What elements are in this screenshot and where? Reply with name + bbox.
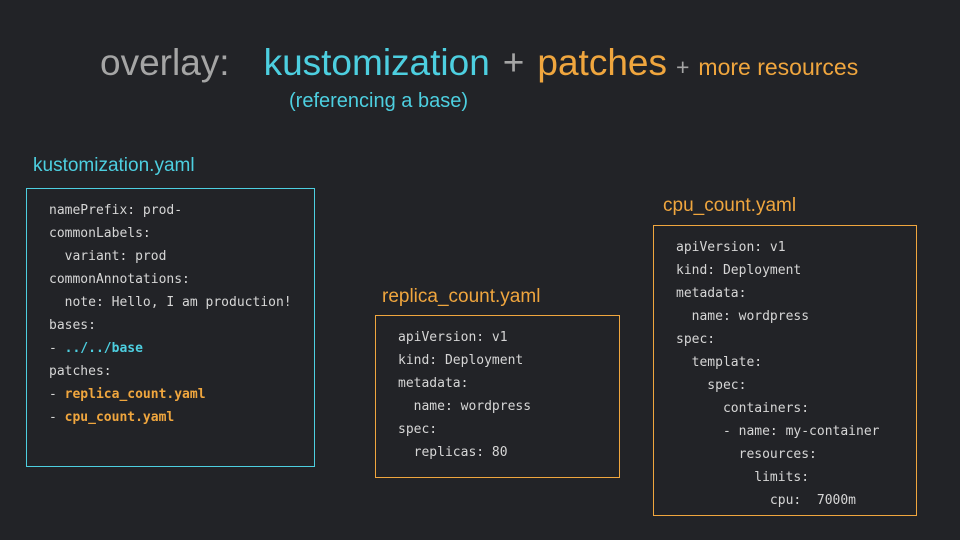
- code-line: spec:: [676, 328, 916, 351]
- code-line: commonAnnotations:: [49, 268, 314, 291]
- code-segment: spec:: [676, 332, 716, 347]
- code-segment: namePrefix: prod-: [49, 203, 183, 218]
- code-line: variant: prod: [49, 245, 314, 268]
- code-segment: metadata:: [398, 376, 469, 391]
- code-line: kind: Deployment: [398, 349, 619, 372]
- file-label-cpu-count-yaml: cpu_count.yaml: [663, 195, 797, 216]
- file-label-kustomization-yaml: kustomization.yaml: [33, 155, 195, 176]
- title-word-overlay: overlay:: [100, 42, 230, 83]
- code-segment: apiVersion: v1: [398, 330, 508, 345]
- code-segment: spec:: [676, 378, 747, 393]
- code-segment: note: Hello, I am production!: [49, 295, 292, 310]
- code-line: spec:: [398, 418, 619, 441]
- code-segment: replicas: 80: [398, 445, 508, 460]
- title-plus-sign-1: +: [502, 42, 525, 83]
- code-line: containers:: [676, 397, 916, 420]
- code-line: apiVersion: v1: [398, 326, 619, 349]
- code-line: patches:: [49, 360, 314, 383]
- title-word-more-resources: more resources: [698, 54, 859, 80]
- code-line: cpu: 7000m: [676, 489, 916, 512]
- code-segment: commonAnnotations:: [49, 272, 190, 287]
- code-segment: name: wordpress: [398, 399, 532, 414]
- code-segment: -: [49, 387, 65, 402]
- code-line: name: wordpress: [398, 395, 619, 418]
- code-line: - cpu_count.yaml: [49, 406, 314, 429]
- slide-title: overlay: kustomization + patches + more …: [100, 42, 858, 84]
- code-line: metadata:: [676, 282, 916, 305]
- code-line: - name: my-container: [676, 420, 916, 443]
- code-line: note: Hello, I am production!: [49, 291, 314, 314]
- code-line: metadata:: [398, 372, 619, 395]
- code-segment: apiVersion: v1: [676, 240, 786, 255]
- code-segment: -: [49, 341, 65, 356]
- code-line: - replica_count.yaml: [49, 383, 314, 406]
- code-segment: kind: Deployment: [676, 263, 802, 278]
- code-line: spec:: [676, 374, 916, 397]
- file-label-replica-count-yaml: replica_count.yaml: [382, 286, 541, 307]
- code-segment: cpu_count.yaml: [64, 410, 175, 425]
- title-word-patches: patches: [537, 42, 667, 83]
- code-line: limits:: [676, 466, 916, 489]
- code-segment: cpu: 7000m: [676, 493, 857, 508]
- code-line: bases:: [49, 314, 314, 337]
- code-segment: variant: prod: [49, 249, 167, 264]
- code-segment: name: wordpress: [676, 309, 810, 324]
- title-word-kustomization: kustomization: [263, 42, 490, 83]
- code-line: resources:: [676, 443, 916, 466]
- code-segment: spec:: [398, 422, 438, 437]
- code-line: replicas: 80: [398, 441, 619, 464]
- code-line: - ../../base: [49, 337, 314, 360]
- code-box-kustomization-yaml: namePrefix: prod-commonLabels: variant: …: [26, 188, 315, 467]
- code-segment: bases:: [49, 318, 96, 333]
- code-segment: - name: my-container: [676, 424, 880, 439]
- code-line: name: wordpress: [676, 305, 916, 328]
- code-line: kind: Deployment: [676, 259, 916, 282]
- code-segment: template:: [676, 355, 763, 370]
- code-segment: patches:: [49, 364, 112, 379]
- code-segment: limits:: [676, 470, 810, 485]
- code-line: namePrefix: prod-: [49, 199, 314, 222]
- code-segment: metadata:: [676, 286, 747, 301]
- code-line: template:: [676, 351, 916, 374]
- code-segment: containers:: [676, 401, 810, 416]
- code-segment: commonLabels:: [49, 226, 151, 241]
- title-plus-sign-2: +: [675, 54, 690, 80]
- code-segment: kind: Deployment: [398, 353, 524, 368]
- code-segment: resources:: [676, 447, 817, 462]
- code-segment: replica_count.yaml: [64, 387, 206, 402]
- code-segment: -: [49, 410, 65, 425]
- code-segment: ../../base: [64, 341, 143, 356]
- code-line: commonLabels:: [49, 222, 314, 245]
- title-subtitle: (referencing a base): [289, 90, 468, 112]
- code-line: apiVersion: v1: [676, 236, 916, 259]
